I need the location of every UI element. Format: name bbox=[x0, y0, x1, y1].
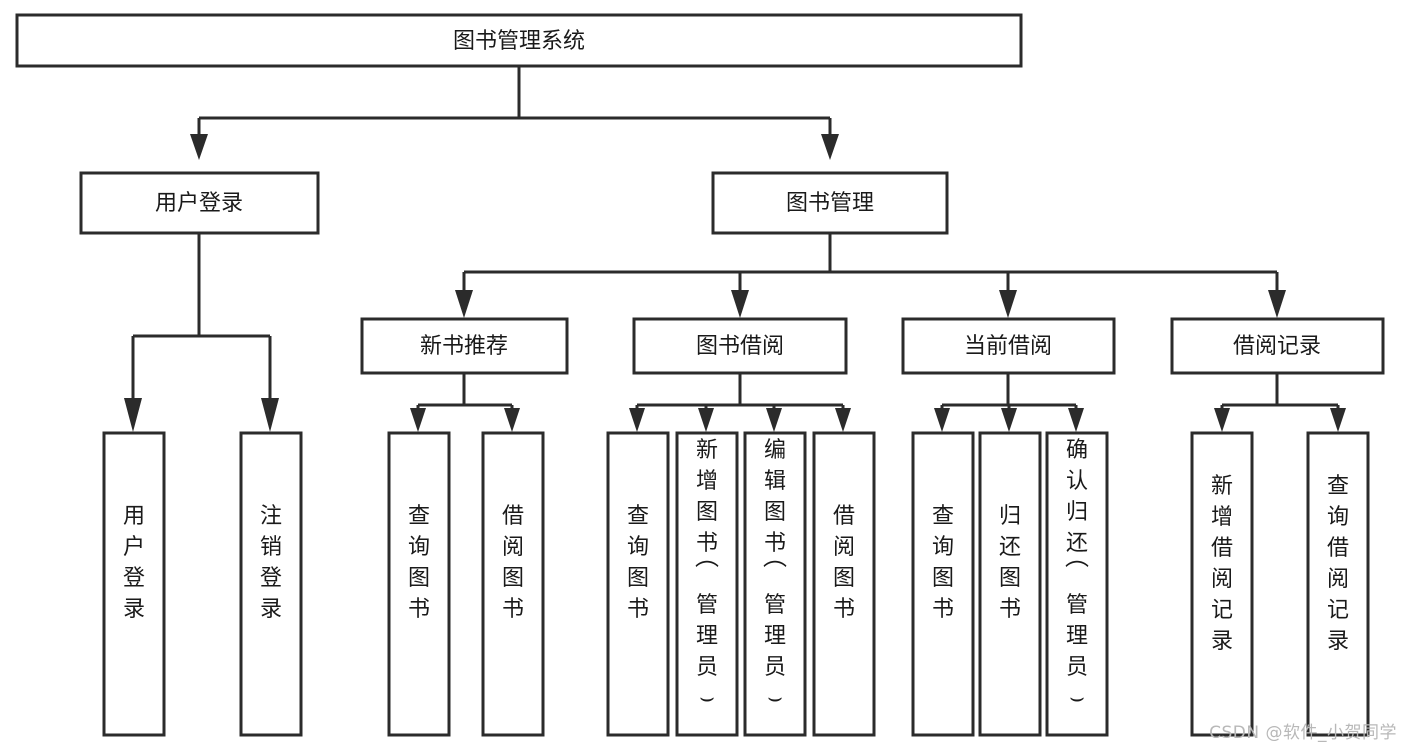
node-leaf-borrow-book-1-box[interactable] bbox=[481, 431, 545, 737]
arrow-head-leaf-add-record bbox=[1214, 408, 1230, 432]
node-new-book-rec-box[interactable] bbox=[360, 317, 569, 375]
node-book-manage[interactable]: 图书管理 bbox=[711, 171, 949, 235]
node-leaf-confirm-return-label: 确认归还⌒管理员⌣ bbox=[1065, 438, 1089, 711]
node-leaf-add-record[interactable]: 新增借阅记录 bbox=[1190, 431, 1254, 737]
node-new-book-rec[interactable]: 新书推荐 bbox=[360, 317, 569, 375]
node-new-book-rec-label: 新书推荐 bbox=[420, 334, 508, 359]
node-leaf-borrow-book-2-label: 借阅图书 bbox=[833, 504, 855, 622]
node-current-borrow[interactable]: 当前借阅 bbox=[901, 317, 1116, 375]
node-borrow-record-label: 借阅记录 bbox=[1233, 334, 1321, 359]
arrow-head-leaf-query-book-3 bbox=[934, 408, 950, 432]
node-borrow-record-box[interactable] bbox=[1170, 317, 1385, 375]
node-leaf-query-book-3-box[interactable] bbox=[911, 431, 975, 737]
node-user-login-label: 用户登录 bbox=[155, 191, 243, 216]
arrow-head-book-manage bbox=[821, 134, 839, 160]
node-leaf-query-book-2-box[interactable] bbox=[606, 431, 670, 737]
arrow-head-leaf-return-book bbox=[1001, 408, 1017, 432]
arrow-head-leaf-add-book bbox=[698, 408, 714, 432]
arrow-head-leaf-borrow-book-1 bbox=[504, 408, 520, 432]
node-leaf-query-book-2-label: 查询图书 bbox=[627, 504, 649, 622]
node-leaf-return-book[interactable]: 归还图书 bbox=[978, 431, 1042, 737]
node-leaf-query-book-1-box[interactable] bbox=[387, 431, 451, 737]
arrow-head-book-borrow bbox=[731, 290, 749, 318]
node-leaf-logout[interactable]: 注销登录 bbox=[239, 431, 303, 737]
node-user-login-box[interactable] bbox=[79, 171, 320, 235]
node-leaf-return-book-label: 归还图书 bbox=[999, 504, 1021, 622]
node-book-manage-box[interactable] bbox=[711, 171, 949, 235]
node-book-manage-label: 图书管理 bbox=[786, 191, 874, 216]
node-borrow-record[interactable]: 借阅记录 bbox=[1170, 317, 1385, 375]
node-leaf-edit-book-label: 编辑图书⌒管理员⌣ bbox=[763, 438, 787, 711]
node-leaf-logout-label: 注销登录 bbox=[260, 504, 282, 622]
node-leaf-borrow-book-1-label: 借阅图书 bbox=[502, 504, 524, 622]
node-leaf-user-login-box[interactable] bbox=[102, 431, 166, 737]
node-leaf-query-book-2[interactable]: 查询图书 bbox=[606, 431, 670, 737]
node-leaf-return-book-box[interactable] bbox=[978, 431, 1042, 737]
node-leaf-query-record[interactable]: 查询借阅记录 bbox=[1306, 431, 1370, 737]
node-leaf-query-book-1-label: 查询图书 bbox=[408, 504, 430, 622]
node-leaf-borrow-book-2[interactable]: 借阅图书 bbox=[812, 431, 876, 737]
node-leaf-query-book-3[interactable]: 查询图书 bbox=[911, 431, 975, 737]
arrow-head-leaf-edit-book bbox=[766, 408, 782, 432]
node-current-borrow-box[interactable] bbox=[901, 317, 1116, 375]
node-book-borrow[interactable]: 图书借阅 bbox=[632, 317, 848, 375]
arrow-head-leaf-logout bbox=[261, 398, 279, 432]
node-root[interactable]: 图书管理系统 bbox=[15, 13, 1023, 68]
node-leaf-query-book-3-label: 查询图书 bbox=[932, 504, 954, 622]
arrow-head-leaf-user-login bbox=[124, 398, 142, 432]
node-leaf-edit-book-box[interactable] bbox=[743, 431, 807, 737]
node-leaf-query-record-box[interactable] bbox=[1306, 431, 1370, 737]
node-leaf-add-book[interactable]: 新增图书⌒管理员⌣ bbox=[675, 431, 739, 737]
arrow-head-leaf-confirm-return bbox=[1068, 408, 1084, 432]
arrow-head-leaf-query-book-2 bbox=[629, 408, 645, 432]
node-current-borrow-label: 当前借阅 bbox=[964, 334, 1052, 359]
connectors-group bbox=[124, 66, 1346, 432]
node-leaf-borrow-book-1[interactable]: 借阅图书 bbox=[481, 431, 545, 737]
node-leaf-add-record-box[interactable] bbox=[1190, 431, 1254, 737]
arrow-head-leaf-query-book-1 bbox=[410, 408, 426, 432]
node-leaf-add-book-box[interactable] bbox=[675, 431, 739, 737]
node-user-login[interactable]: 用户登录 bbox=[79, 171, 320, 235]
node-leaf-borrow-book-2-box[interactable] bbox=[812, 431, 876, 737]
node-leaf-add-record-label: 新增借阅记录 bbox=[1211, 474, 1233, 654]
node-leaf-query-book-1[interactable]: 查询图书 bbox=[387, 431, 451, 737]
arrow-head-borrow-record bbox=[1268, 290, 1286, 318]
node-book-borrow-label: 图书借阅 bbox=[696, 334, 784, 359]
node-leaf-edit-book[interactable]: 编辑图书⌒管理员⌣ bbox=[743, 431, 807, 737]
arrow-head-user-login bbox=[190, 134, 208, 160]
arrow-head-leaf-query-record bbox=[1330, 408, 1346, 432]
arrow-head-new-book-rec bbox=[455, 290, 473, 318]
node-leaf-logout-box[interactable] bbox=[239, 431, 303, 737]
node-leaf-confirm-return[interactable]: 确认归还⌒管理员⌣ bbox=[1045, 431, 1109, 737]
node-leaf-add-book-label: 新增图书⌒管理员⌣ bbox=[695, 438, 719, 711]
node-leaf-confirm-return-box[interactable] bbox=[1045, 431, 1109, 737]
arrow-head-leaf-borrow-book-2 bbox=[835, 408, 851, 432]
node-root-label: 图书管理系统 bbox=[453, 29, 585, 54]
node-root-box[interactable] bbox=[15, 13, 1023, 68]
node-leaf-user-login[interactable]: 用户登录 bbox=[102, 431, 166, 737]
node-leaf-query-record-label: 查询借阅记录 bbox=[1327, 474, 1349, 654]
node-leaf-user-login-label: 用户登录 bbox=[123, 504, 145, 622]
arrow-head-current-borrow bbox=[999, 290, 1017, 318]
node-book-borrow-box[interactable] bbox=[632, 317, 848, 375]
